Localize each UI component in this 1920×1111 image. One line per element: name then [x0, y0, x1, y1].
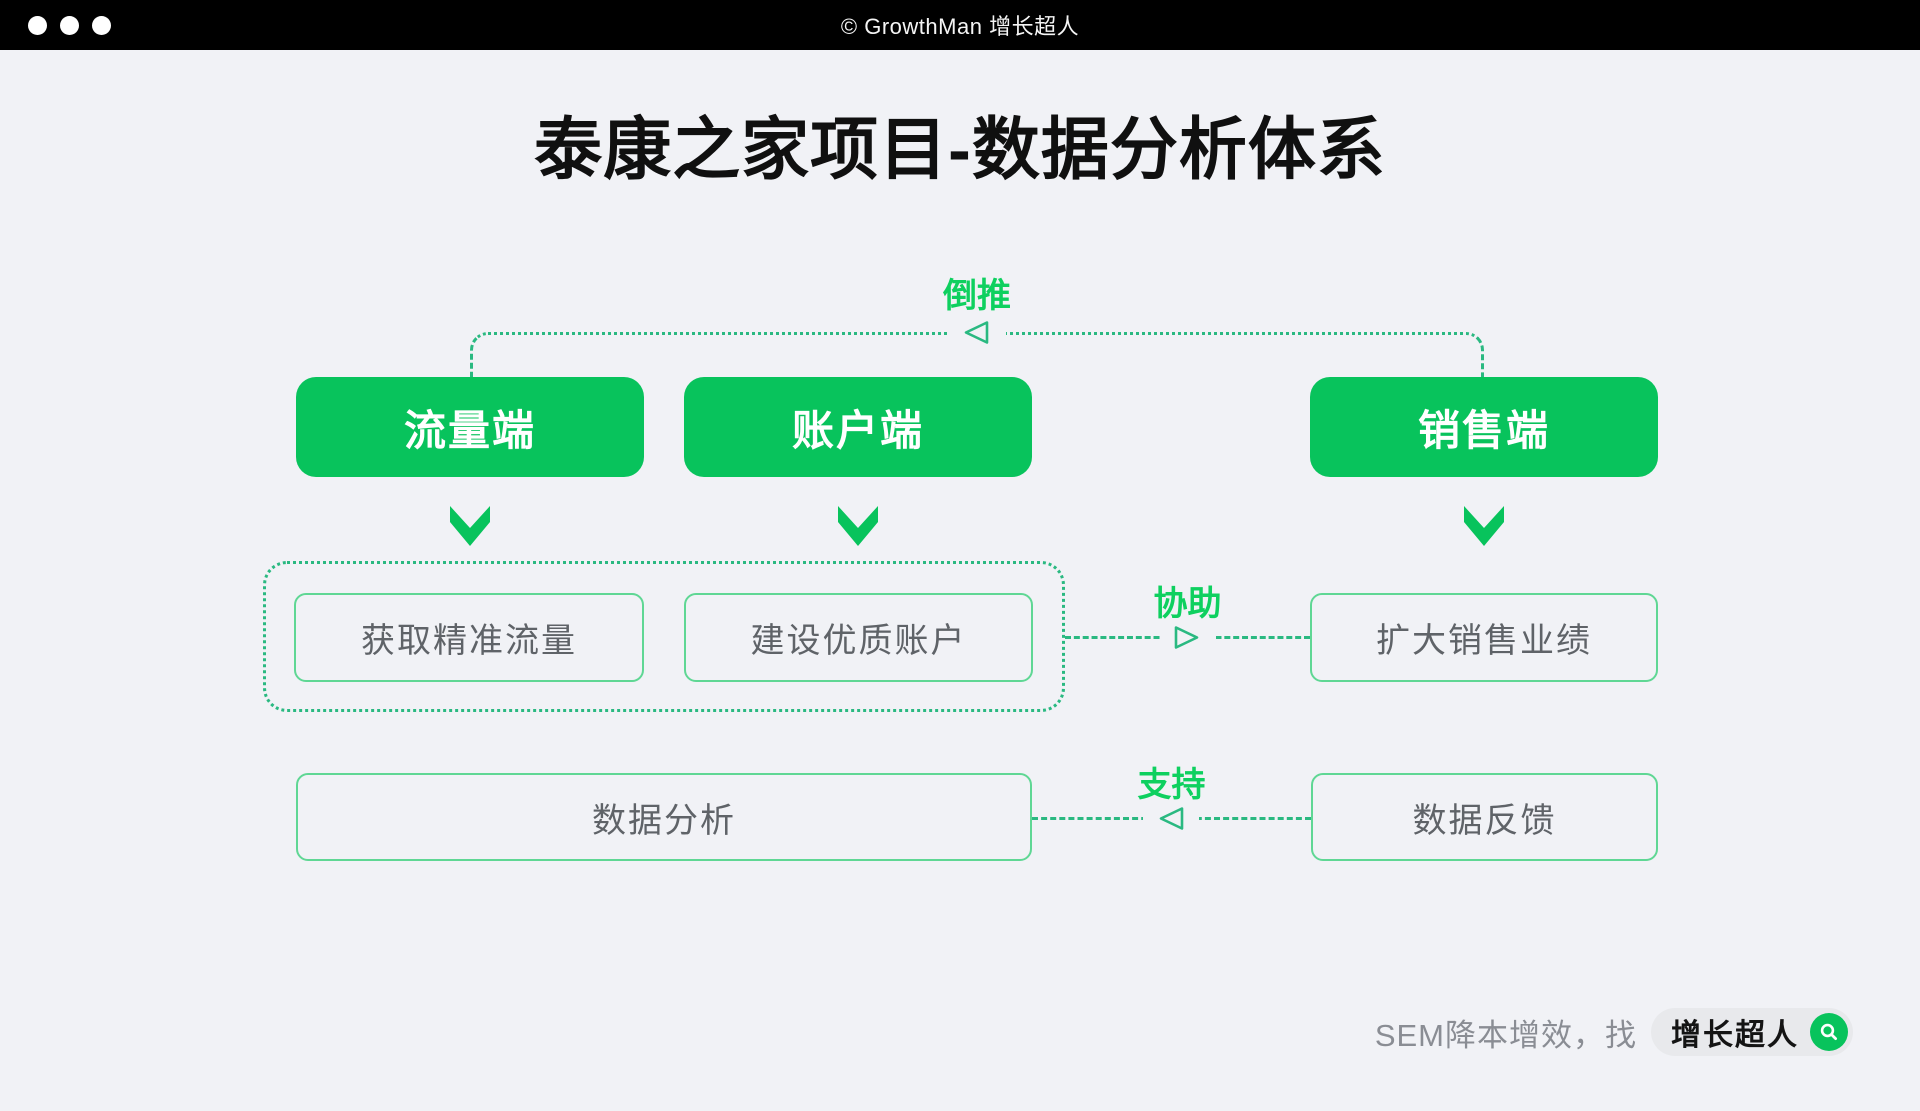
traffic-account-group-outline — [263, 561, 1065, 712]
footer-tagline: SEM降本增效，找 — [1374, 1017, 1637, 1053]
window-controls — [28, 0, 111, 50]
analysis-label: 数据分析 — [592, 801, 736, 840]
arrow-left-icon — [964, 321, 989, 344]
window-dot-2[interactable] — [60, 15, 79, 35]
brand-name: 增长超人 — [1671, 1019, 1799, 1052]
goal-box-account: 建设优质账户 — [684, 593, 1033, 682]
goal-label: 扩大销售业绩 — [1376, 622, 1592, 660]
brand-pill: 增长超人 — [1651, 1008, 1853, 1056]
goal-box-traffic: 获取精准流量 — [294, 593, 644, 682]
feedback-label: 数据反馈 — [1412, 801, 1557, 840]
stage-box-traffic: 流量端 — [296, 377, 644, 477]
search-icon — [1820, 1023, 1838, 1041]
goal-label: 获取精准流量 — [361, 622, 577, 660]
footer-brand-bar: SEM降本增效，找 增长超人 — [1375, 1008, 1853, 1056]
chevron-down-icon — [838, 506, 878, 546]
arrow-left-icon — [1159, 807, 1184, 830]
window-dot-1[interactable] — [28, 15, 47, 35]
stage-box-sales: 销售端 — [1310, 377, 1658, 477]
stage-label: 流量端 — [403, 406, 536, 454]
titlebar: © GrowthMan 增长超人 — [0, 0, 1920, 50]
backtrack-label: 倒推 — [943, 277, 1011, 315]
stage-label: 销售端 — [1417, 406, 1550, 454]
stage-label: 账户端 — [791, 406, 924, 454]
chevron-down-icon — [450, 506, 490, 546]
window-dot-3[interactable] — [92, 15, 111, 35]
assist-label: 协助 — [1153, 585, 1222, 623]
page-title: 泰康之家项目-数据分析体系 — [534, 112, 1386, 188]
titlebar-brand-text: © GrowthMan 增长超人 — [840, 14, 1080, 39]
goal-label: 建设优质账户 — [750, 622, 967, 660]
support-label: 支持 — [1137, 766, 1206, 804]
brand-logo — [1810, 1013, 1848, 1051]
feedback-box: 数据反馈 — [1311, 773, 1658, 861]
stage-box-account: 账户端 — [684, 377, 1032, 477]
arrow-right-icon — [1174, 626, 1199, 649]
analysis-box: 数据分析 — [296, 773, 1032, 861]
chevron-down-icon — [1464, 506, 1504, 546]
goal-box-sales: 扩大销售业绩 — [1310, 593, 1658, 682]
